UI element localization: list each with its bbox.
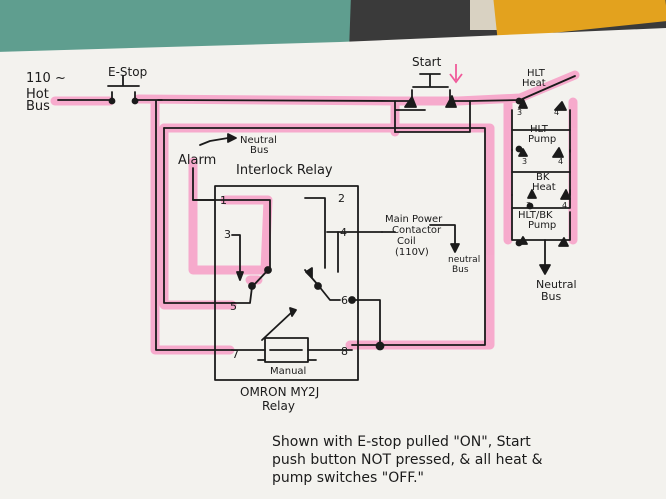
- main-power-line-4: (110V): [395, 247, 429, 258]
- note-line-1: Shown with E-stop pulled "ON", Start: [272, 434, 531, 450]
- explanatory-note: Shown with E-stop pulled "ON", Start pus…: [272, 434, 547, 486]
- estop-switch: [107, 75, 140, 101]
- main-power-line-2: Contactor: [392, 225, 442, 236]
- hot-bus-line-2: Bus: [26, 99, 50, 114]
- start-button: [411, 73, 451, 101]
- bk-heat-line-1: BK: [536, 172, 550, 183]
- neutral-bus-mid-label: neutral Bus: [448, 255, 483, 275]
- relay-coil: [264, 337, 309, 363]
- pin-3: 3: [224, 228, 231, 241]
- note-line-3: pump switches "OFF.": [272, 470, 424, 486]
- estop-label: E-Stop: [108, 65, 147, 79]
- start-label: Start: [412, 55, 442, 69]
- hlt-bk-pump-label: HLT/BK Pump: [518, 210, 556, 231]
- neutral-bus-top-line-1: Neutral: [240, 135, 277, 146]
- alarm-label: Alarm: [178, 153, 216, 168]
- hlt-bk-pump-line-1: HLT/BK: [518, 210, 553, 221]
- hlt-bk-pump-line-2: Pump: [528, 220, 556, 231]
- hot-bus-label: Hot Bus: [26, 87, 53, 114]
- neutral-bus-right-line-2: Bus: [541, 290, 562, 303]
- note-line-2: push button NOT pressed, & all heat &: [272, 452, 543, 468]
- pin-5: 5: [230, 300, 237, 313]
- bk-heat-terminal-4: 4: [562, 201, 567, 210]
- relay-model-label: OMRON MY2J Relay: [240, 385, 323, 413]
- hlt-heat-terminal-3: 3: [517, 108, 522, 117]
- neutral-bus-right-label: Neutral Bus: [536, 278, 580, 303]
- hot-bus-line-1: Hot: [26, 87, 49, 102]
- relay-model-line-1: OMRON MY2J: [240, 385, 319, 399]
- main-power-label: Main Power Contactor Coil (110V): [385, 214, 445, 258]
- neutral-bus-top-line-2: Bus: [250, 145, 268, 156]
- hlt-heat-line-2: Heat: [522, 78, 546, 89]
- neutral-bus-top-label: Neutral Bus: [240, 135, 280, 156]
- bk-heat-terminal-3: 3: [526, 201, 531, 210]
- neutral-bus-right-line-1: Neutral: [536, 278, 577, 291]
- relay-model-line-2: Relay: [262, 399, 295, 413]
- hlt-pump-line-1: HLT: [530, 124, 549, 135]
- neutral-bus-mid-line-1: neutral: [448, 255, 480, 265]
- relay-housing: [214, 185, 359, 381]
- pin-8: 8: [341, 345, 348, 358]
- hlt-heat-label: HLT Heat: [522, 68, 548, 89]
- hlt-pump-label: HLT Pump: [528, 124, 556, 145]
- main-power-line-1: Main Power: [385, 214, 443, 225]
- neutral-bus-mid-line-2: Bus: [452, 265, 469, 275]
- ink-wiring: [57, 73, 576, 381]
- pin-7: 7: [232, 348, 239, 361]
- bk-heat-label: BK Heat: [532, 172, 556, 193]
- manual-label: Manual: [270, 366, 306, 377]
- hlt-pump-terminal-3: 3: [522, 157, 527, 166]
- pin-1: 1: [220, 194, 227, 207]
- voltage-label: 110 ~: [26, 71, 66, 86]
- pin-6: 6: [341, 294, 348, 307]
- interlock-relay-label: Interlock Relay: [236, 163, 333, 178]
- hlt-pump-terminal-4: 4: [558, 157, 563, 166]
- pin-4: 4: [340, 226, 347, 239]
- hlt-pump-line-2: Pump: [528, 134, 556, 145]
- yellow-object: [492, 0, 666, 39]
- hlt-heat-line-1: HLT: [527, 68, 546, 79]
- main-power-line-3: Coil: [397, 236, 416, 247]
- start-arrow: [449, 64, 463, 84]
- bk-heat-line-2: Heat: [532, 182, 556, 193]
- hlt-heat-terminal-4: 4: [554, 108, 559, 117]
- pin-2: 2: [338, 192, 345, 205]
